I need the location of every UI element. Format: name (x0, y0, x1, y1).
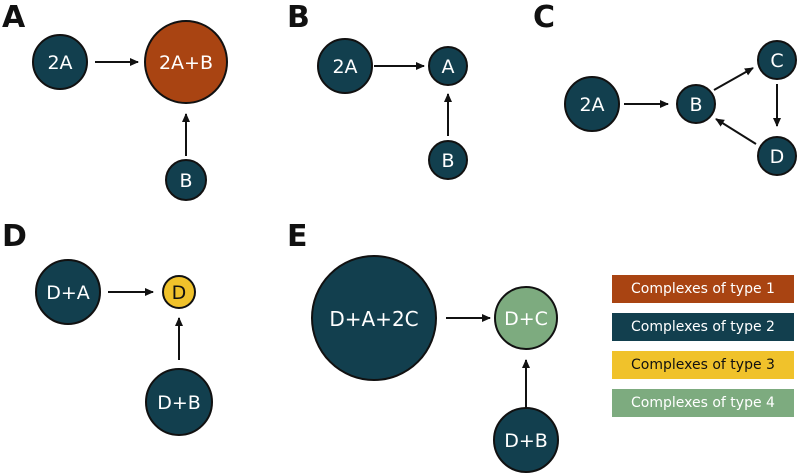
node-label-e-dc: D+C (504, 308, 548, 330)
node-d-d (162, 275, 196, 309)
node-e-db (493, 407, 559, 473)
node-label-e-db: D+B (504, 430, 548, 452)
node-d-db (145, 368, 213, 436)
node-label-d-d: D (172, 282, 187, 304)
panel-label-e: E (287, 219, 308, 254)
node-d-da (35, 259, 101, 325)
node-label-a-b: B (179, 170, 192, 192)
legend-item-type-3: Complexes of type 3 (612, 351, 794, 379)
arrow-c-d-to-b (715, 118, 757, 145)
panel-label-a: A (2, 0, 26, 35)
node-a-2ab (144, 20, 228, 104)
panel-label-d: D (2, 219, 27, 254)
arrow-c-b-to-c (713, 67, 754, 91)
node-label-d-db: D+B (157, 392, 201, 414)
node-c-d (757, 136, 797, 176)
panel-label-c: C (533, 0, 556, 35)
node-a-b (165, 159, 207, 201)
legend-item-type-4: Complexes of type 4 (612, 389, 794, 417)
node-c-c (757, 40, 797, 80)
legend-item-type-2: Complexes of type 2 (612, 313, 794, 341)
node-c-b (676, 84, 716, 124)
node-b-a (428, 46, 468, 86)
node-label-c-b: B (689, 94, 702, 116)
node-label-a-2ab: 2A+B (159, 52, 213, 74)
node-label-c-d: D (770, 146, 785, 168)
node-e-da2c (311, 255, 437, 381)
legend-item-type-1: Complexes of type 1 (612, 275, 794, 303)
node-c-2a (564, 76, 620, 132)
node-label-b-b: B (441, 150, 454, 172)
node-label-d-da: D+A (46, 282, 90, 304)
node-label-c-2a: 2A (579, 94, 604, 116)
node-e-dc (494, 286, 558, 350)
node-b-2a (317, 38, 373, 94)
node-label-c-c: C (770, 50, 783, 72)
node-label-b-a: A (442, 56, 455, 78)
node-a-2a (32, 34, 88, 90)
panel-label-b: B (287, 0, 310, 35)
node-label-e-da2c: D+A+2C (329, 307, 418, 331)
legend: Complexes of type 1 Complexes of type 2 … (612, 275, 794, 427)
node-b-b (428, 140, 468, 180)
node-label-b-2a: 2A (332, 56, 357, 78)
node-label-a-2a: 2A (47, 52, 72, 74)
